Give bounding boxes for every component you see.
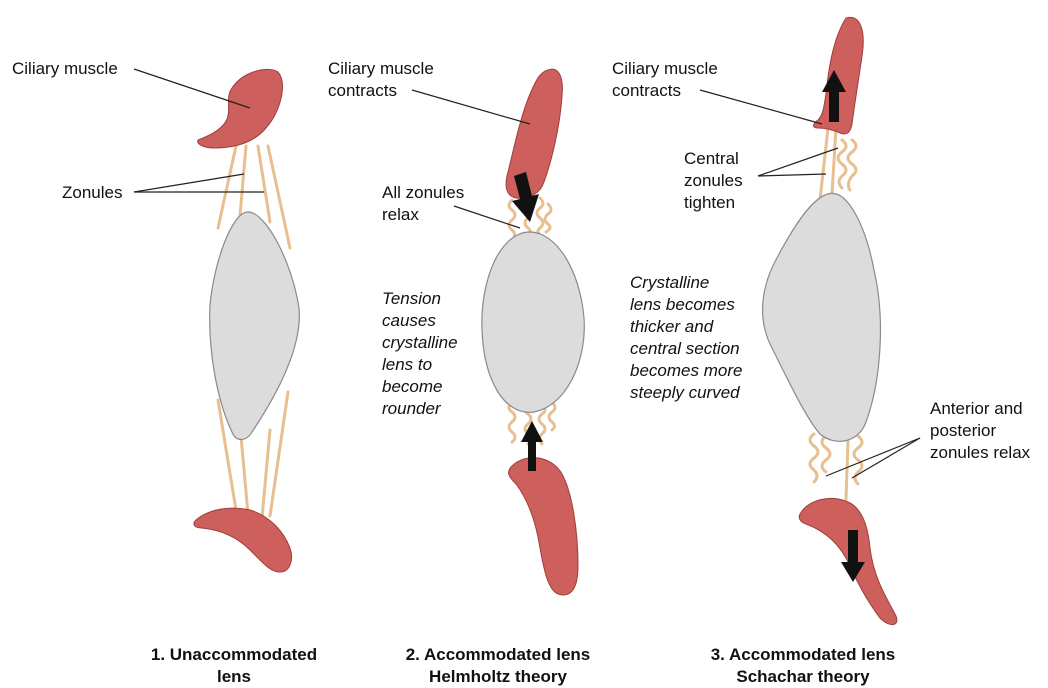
label-anterior-posterior-3: Anterior and posterior zonules relax — [930, 398, 1030, 464]
ciliary-muscle-lower-1 — [194, 508, 292, 572]
leader-central-3a — [758, 148, 838, 176]
label-zonules-relax-2: All zonules relax — [382, 182, 464, 226]
label-ciliary-muscle-3: Ciliary muscle contracts — [612, 58, 718, 102]
leader-ciliary-3 — [700, 90, 822, 124]
caption-panel-2: 2. Accommodated lens Helmholtz theory — [378, 644, 618, 688]
label-tension-2: Tension causes crystalline lens to becom… — [382, 288, 458, 420]
ciliary-muscle-upper-2 — [506, 69, 562, 198]
crystalline-lens-3 — [763, 193, 881, 441]
panel-unaccommodated — [134, 69, 299, 572]
caption-panel-1: 1. Unaccommodated lens — [124, 644, 344, 688]
ciliary-muscle-upper-1 — [198, 69, 283, 148]
label-zonules-1: Zonules — [62, 182, 122, 204]
label-crystalline-3: Crystalline lens becomes thicker and cen… — [630, 272, 742, 404]
crystalline-lens-2 — [482, 232, 584, 412]
leader-central-3b — [758, 174, 826, 176]
label-ciliary-muscle-1: Ciliary muscle — [12, 58, 118, 80]
caption-panel-3: 3. Accommodated lens Schachar theory — [678, 644, 928, 688]
ciliary-muscle-lower-2 — [509, 458, 578, 595]
leader-anterior-3a — [826, 438, 920, 476]
label-ciliary-muscle-2: Ciliary muscle contracts — [328, 58, 434, 102]
label-central-zonules-3: Central zonules tighten — [684, 148, 743, 214]
